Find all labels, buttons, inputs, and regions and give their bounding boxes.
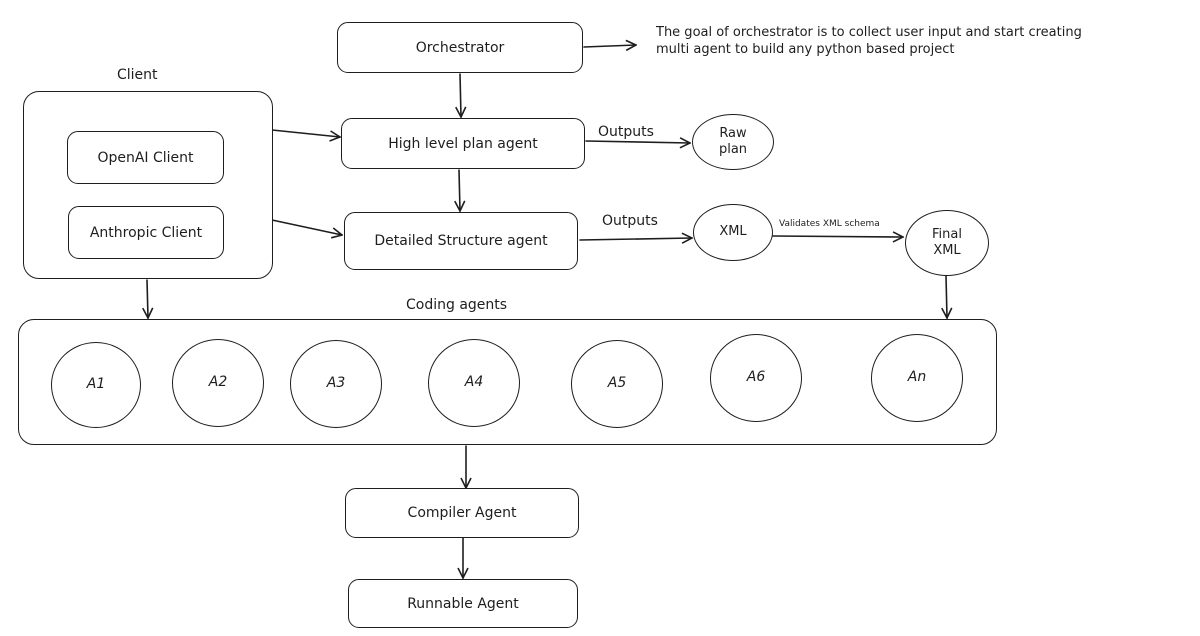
- raw-plan-node[interactable]: Raw plan: [692, 114, 774, 170]
- orchestrator-label: Orchestrator: [415, 39, 505, 56]
- xml-node[interactable]: XML: [693, 204, 773, 261]
- agent-a2[interactable]: A2: [172, 339, 264, 427]
- agent-an-label: An: [907, 369, 927, 386]
- arrow-orchestrator-to-plan: [460, 73, 461, 117]
- agent-a4-label: A4: [464, 374, 484, 391]
- agent-a1[interactable]: A1: [51, 342, 141, 428]
- agent-a5[interactable]: A5: [571, 340, 663, 428]
- orchestrator-box[interactable]: Orchestrator: [337, 22, 583, 73]
- agent-a3[interactable]: A3: [290, 340, 382, 428]
- agent-a6-label: A6: [746, 369, 766, 386]
- xml-label: XML: [719, 224, 747, 240]
- plan-outputs-label: Outputs: [598, 124, 654, 140]
- raw-plan-line-1: Raw: [719, 125, 747, 141]
- arrow-xml-to-final: [772, 236, 903, 237]
- compiler-agent-label: Compiler Agent: [407, 505, 517, 521]
- plan-agent-label: High level plan agent: [388, 135, 538, 152]
- structure-outputs-label: Outputs: [602, 213, 658, 229]
- structure-agent-box[interactable]: Detailed Structure agent: [344, 212, 578, 270]
- orchestrator-note: The goal of orchestrator is to collect u…: [656, 24, 1082, 58]
- arrow-orchestrator-to-note: [583, 45, 636, 47]
- arrow-client-to-coding: [147, 279, 148, 318]
- arrow-client-to-plan: [271, 129, 340, 137]
- final-xml-line-2: XML: [933, 243, 961, 258]
- validate-xml-label: Validates XML schema: [779, 219, 880, 229]
- arrow-plan-to-rawplan: [585, 141, 690, 143]
- agent-a4[interactable]: A4: [428, 339, 520, 427]
- anthropic-client-box[interactable]: Anthropic Client: [68, 206, 224, 259]
- agent-a1-label: A1: [86, 376, 106, 393]
- arrow-structure-to-xml: [579, 238, 692, 240]
- raw-plan-line-2: plan: [718, 142, 748, 157]
- orchestrator-note-line-2: multi agent to build any python based pr…: [656, 42, 955, 57]
- arrow-final-to-coding: [946, 275, 947, 318]
- openai-client-box[interactable]: OpenAI Client: [67, 131, 224, 184]
- agent-a5-label: A5: [607, 375, 627, 392]
- openai-client-label: OpenAI Client: [97, 149, 194, 166]
- client-title: Client: [117, 67, 158, 83]
- structure-agent-label: Detailed Structure agent: [374, 233, 548, 249]
- final-xml-node[interactable]: Final XML: [905, 210, 989, 276]
- agent-a6[interactable]: A6: [710, 334, 802, 422]
- agent-a3-label: A3: [326, 375, 346, 392]
- runnable-agent-box[interactable]: Runnable Agent: [348, 579, 578, 628]
- arrow-client-to-structure: [271, 219, 342, 235]
- compiler-agent-box[interactable]: Compiler Agent: [345, 488, 579, 538]
- arrow-plan-to-structure: [459, 169, 460, 211]
- orchestrator-note-line-1: The goal of orchestrator is to collect u…: [656, 25, 1082, 40]
- final-xml-line-1: Final: [932, 226, 962, 242]
- agent-an[interactable]: An: [871, 334, 963, 422]
- runnable-agent-label: Runnable Agent: [407, 595, 519, 612]
- coding-agents-title: Coding agents: [406, 297, 508, 313]
- agent-a2-label: A2: [208, 374, 228, 391]
- anthropic-client-label: Anthropic Client: [89, 224, 203, 241]
- plan-agent-box[interactable]: High level plan agent: [341, 118, 585, 169]
